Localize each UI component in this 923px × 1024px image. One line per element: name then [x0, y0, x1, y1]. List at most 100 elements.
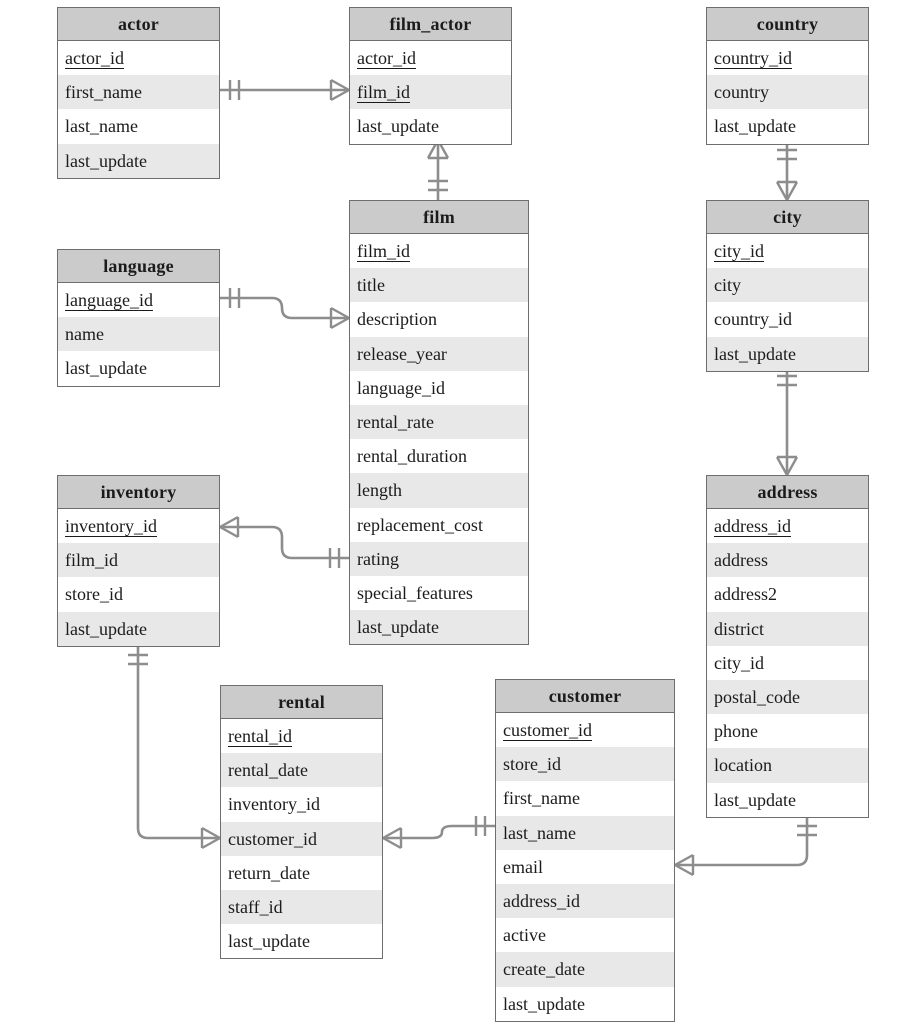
- attribute-label: inventory_id: [65, 516, 157, 537]
- attribute-label: return_date: [228, 862, 310, 883]
- attribute-label: film_id: [65, 550, 118, 571]
- attribute-film-special_features[interactable]: special_features: [350, 575, 528, 611]
- relationship-inventory-rental: [128, 645, 221, 850]
- attribute-country-country_id[interactable]: country_id: [707, 41, 868, 76]
- attribute-inventory-inventory_id[interactable]: inventory_id: [58, 509, 219, 544]
- attribute-label: name: [65, 324, 104, 345]
- attribute-customer-active[interactable]: active: [496, 918, 674, 953]
- entity-title-rental: rental: [221, 686, 382, 719]
- attribute-film_actor-film_id[interactable]: film_id: [350, 75, 511, 110]
- attribute-customer-create_date[interactable]: create_date: [496, 952, 674, 987]
- relationship-actor-film_actor: [220, 78, 350, 102]
- entity-title-inventory: inventory: [58, 476, 219, 509]
- attribute-rental-staff_id[interactable]: staff_id: [221, 889, 382, 925]
- attribute-actor-actor_id[interactable]: actor_id: [58, 41, 219, 76]
- attribute-label: film_id: [357, 241, 410, 262]
- attribute-label: city: [714, 275, 741, 296]
- attribute-rental-inventory_id[interactable]: inventory_id: [221, 787, 382, 822]
- attribute-address-address_id[interactable]: address_id: [707, 509, 868, 544]
- attribute-city-last_update[interactable]: last_update: [707, 336, 868, 371]
- attribute-film-replacement_cost[interactable]: replacement_cost: [350, 507, 528, 542]
- attribute-inventory-store_id[interactable]: store_id: [58, 577, 219, 612]
- attribute-rental-rental_id[interactable]: rental_id: [221, 719, 382, 754]
- attribute-country-last_update[interactable]: last_update: [707, 109, 868, 144]
- relationship-film-inventory: [219, 515, 349, 568]
- attribute-film-description[interactable]: description: [350, 302, 528, 337]
- relationship-customer-rental: [382, 816, 495, 850]
- attribute-film-language_id[interactable]: language_id: [350, 370, 528, 405]
- attribute-label: rental_date: [228, 760, 308, 781]
- attribute-address-district[interactable]: district: [707, 611, 868, 646]
- attribute-language-language_id[interactable]: language_id: [58, 283, 219, 318]
- attribute-label: last_update: [357, 617, 439, 638]
- attribute-rental-rental_date[interactable]: rental_date: [221, 753, 382, 788]
- attribute-label: last_update: [65, 150, 147, 171]
- attribute-film-length[interactable]: length: [350, 473, 528, 508]
- attribute-actor-last_update[interactable]: last_update: [58, 143, 219, 178]
- attribute-label: last_name: [503, 822, 576, 843]
- attribute-film-film_id[interactable]: film_id: [350, 234, 528, 269]
- attribute-address-city_id[interactable]: city_id: [707, 645, 868, 680]
- attribute-customer-customer_id[interactable]: customer_id: [496, 713, 674, 748]
- attribute-address-address[interactable]: address: [707, 543, 868, 578]
- attribute-label: district: [714, 618, 764, 639]
- attribute-film-rental_duration[interactable]: rental_duration: [350, 439, 528, 474]
- attribute-label: city_id: [714, 241, 764, 262]
- attribute-film_actor-actor_id[interactable]: actor_id: [350, 41, 511, 76]
- entity-title-film_actor: film_actor: [350, 8, 511, 41]
- attribute-rental-return_date[interactable]: return_date: [221, 855, 382, 890]
- attribute-rental-customer_id[interactable]: customer_id: [221, 821, 382, 856]
- attribute-city-city_id[interactable]: city_id: [707, 234, 868, 269]
- attribute-actor-first_name[interactable]: first_name: [58, 75, 219, 110]
- attribute-label: rating: [357, 548, 399, 569]
- attribute-label: last_update: [357, 116, 439, 137]
- attribute-label: phone: [714, 721, 758, 742]
- attribute-label: film_id: [357, 82, 410, 104]
- attribute-film-rating[interactable]: rating: [350, 541, 528, 576]
- attribute-address-phone[interactable]: phone: [707, 714, 868, 749]
- attribute-address-address2[interactable]: address2: [707, 577, 868, 612]
- entity-title-city: city: [707, 201, 868, 234]
- attribute-film-title[interactable]: title: [350, 268, 528, 303]
- attribute-label: special_features: [357, 582, 473, 603]
- attribute-film_actor-last_update[interactable]: last_update: [350, 109, 511, 144]
- attribute-customer-last_name[interactable]: last_name: [496, 815, 674, 850]
- attribute-country-country[interactable]: country: [707, 75, 868, 110]
- attribute-customer-store_id[interactable]: store_id: [496, 747, 674, 782]
- attribute-label: description: [357, 309, 437, 330]
- attribute-label: country_id: [714, 48, 792, 69]
- attribute-film-rental_rate[interactable]: rental_rate: [350, 404, 528, 440]
- attribute-customer-email[interactable]: email: [496, 849, 674, 884]
- attribute-address-location[interactable]: location: [707, 748, 868, 783]
- attribute-label: last_update: [65, 358, 147, 379]
- attribute-rental-last_update[interactable]: last_update: [221, 924, 382, 959]
- attribute-city-city[interactable]: city: [707, 268, 868, 303]
- attribute-customer-address_id[interactable]: address_id: [496, 883, 674, 919]
- attribute-address-last_update[interactable]: last_update: [707, 782, 868, 817]
- attribute-film-last_update[interactable]: last_update: [350, 610, 528, 645]
- attribute-label: address_id: [714, 516, 791, 537]
- attribute-label: actor_id: [65, 48, 124, 69]
- attribute-address-postal_code[interactable]: postal_code: [707, 679, 868, 715]
- attribute-label: country: [714, 82, 769, 103]
- attribute-actor-last_name[interactable]: last_name: [58, 109, 219, 144]
- attribute-inventory-last_update[interactable]: last_update: [58, 611, 219, 646]
- attribute-label: last_update: [714, 789, 796, 810]
- attribute-city-country_id[interactable]: country_id: [707, 302, 868, 337]
- attribute-customer-last_update[interactable]: last_update: [496, 986, 674, 1021]
- attribute-inventory-film_id[interactable]: film_id: [58, 543, 219, 578]
- attribute-film-release_year[interactable]: release_year: [350, 336, 528, 371]
- attribute-language-name[interactable]: name: [58, 317, 219, 352]
- attribute-language-last_update[interactable]: last_update: [58, 351, 219, 386]
- attribute-customer-first_name[interactable]: first_name: [496, 781, 674, 816]
